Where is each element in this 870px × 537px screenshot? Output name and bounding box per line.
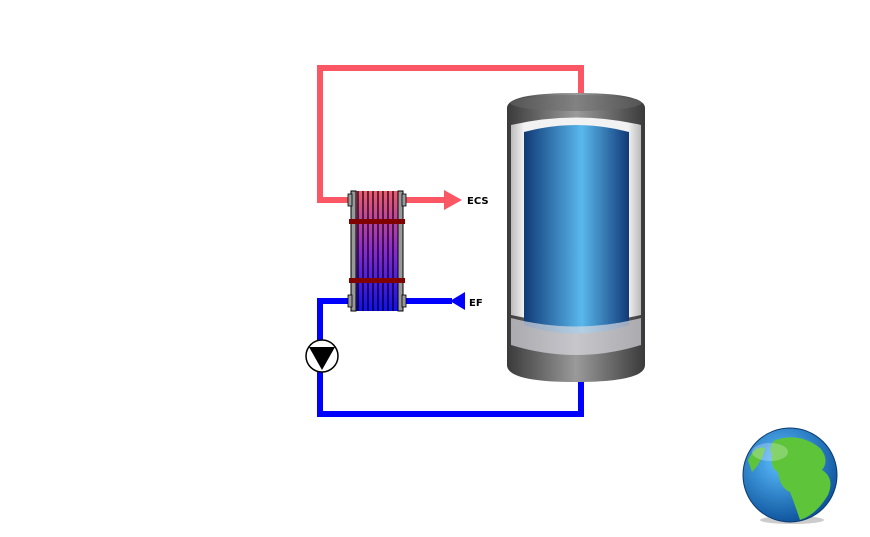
hot-water-pipe xyxy=(317,65,584,203)
cold-inlet-label: EF xyxy=(469,298,483,309)
globe-icon xyxy=(742,427,838,524)
cold-inlet-arrow xyxy=(450,292,465,310)
hot-outlet-label: ECS xyxy=(467,196,489,207)
storage-tank xyxy=(507,93,645,382)
plate-heat-exchanger xyxy=(347,190,407,312)
hot-outlet-arrow xyxy=(444,190,462,210)
cold-water-pipe xyxy=(317,298,584,417)
pump-icon xyxy=(305,339,339,373)
